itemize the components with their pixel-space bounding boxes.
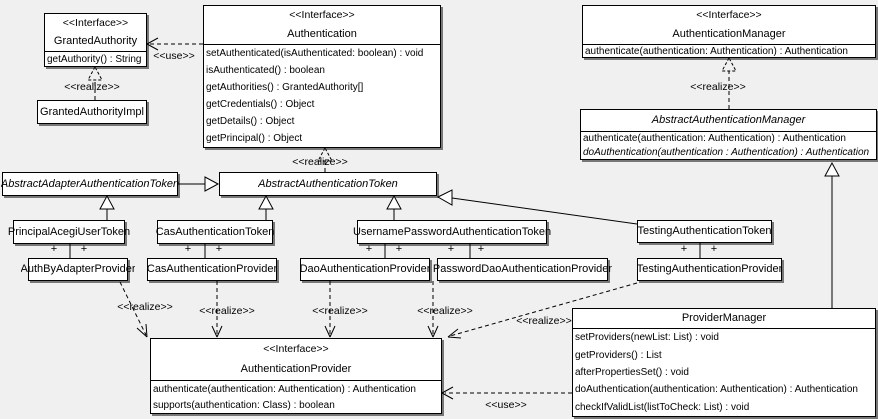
class-name: AbstractAdapterAuthenticationToken [0,177,180,190]
realize-label: <<realize>> [516,315,572,327]
realize-label: <<realize>> [312,305,368,317]
class-name: GrantedAuthority [53,35,138,47]
generalization-edge-castoken-abstracttoken [258,194,274,220]
method-label: authenticate(authentication: Authenticat… [585,45,848,57]
generalization-edge-testingtoken-abstracttoken [436,189,638,225]
method-label: setProviders(newList: List) : void [575,332,719,344]
class-box-username-password-authentication-token[interactable]: UsernamePasswordAuthenticationToken [353,220,551,244]
class-box-authentication-manager[interactable]: <<Interface>> AuthenticationManager auth… [582,5,876,58]
realize-label: <<realize>> [64,81,120,93]
class-box-testing-authentication-provider[interactable]: TestingAuthenticationProvider [637,258,782,281]
realize-label: <<realize>> [199,305,255,317]
realize-label: <<realize>> [117,301,173,313]
method-label: afterPropertiesSet() : void [575,366,689,378]
class-box-cas-authentication-provider[interactable]: CasAuthenticationProvider [147,258,277,281]
multiplicity-label: + [215,243,223,255]
multiplicity-label: + [680,243,688,255]
method-label: isAuthenticated() : boolean [206,65,325,76]
generalization-edge-usernametoken-abstracttoken [386,194,402,220]
class-box-testing-authentication-token[interactable]: TestingAuthenticationToken [637,220,772,243]
use-edge-providermanager-authenticationprovider [441,386,572,400]
class-box-authentication-provider[interactable]: <<Interface>> AuthenticationProvider aut… [150,338,442,414]
method-label: doAuthentication(authentication: Authent… [575,384,858,396]
method-label: getDetails() : Object [206,116,295,127]
class-box-abstract-authentication-token[interactable]: AbstractAuthenticationToken [219,172,437,196]
multiplicity-label: + [80,243,88,255]
stereotype-label: <<Interface>> [263,343,329,355]
method-label: getCredentials() : Object [206,99,315,110]
use-label: <<use>> [153,50,195,62]
class-box-password-dao-authentication-provider[interactable]: PasswordDaoAuthenticationProvider [433,258,612,281]
class-name: PasswordDaoAuthenticationProvider [432,263,613,275]
use-label: <<use>> [485,399,527,411]
class-box-authentication[interactable]: <<Interface>> Authentication setAuthenti… [203,5,441,148]
multiplicity-label: + [447,243,455,255]
class-name: GrantedAuthorityImpl [40,105,144,118]
method-label: getPrincipal() : Object [206,133,303,144]
class-box-principal-acegi-user-token[interactable]: PrincipalAcegiUserToken [8,220,130,244]
method-label: checkIfValidList(listToCheck: List) : vo… [575,401,750,413]
generalization-edge-abstractadapter-abstracttoken [178,176,220,192]
class-name: PrincipalAcegiUserToken [7,225,131,238]
stereotype-label: <<Interface>> [289,9,355,22]
class-name: ProviderManager [681,312,767,324]
method-label: supports(authentication: Class) : boolea… [153,399,335,411]
class-name: DaoAuthenticationProvider [299,263,431,275]
realize-label: <<realize>> [417,305,473,317]
class-name: TestingAuthenticationProvider [636,263,783,275]
generalization-edge-principaltoken-abstractadapter [99,194,115,220]
class-box-auth-by-adapter-provider[interactable]: AuthByAdapterProvider [21,258,135,281]
class-name: Authentication [287,27,357,40]
class-name: CasAuthenticationToken [155,225,275,238]
class-name: AuthenticationManager [672,27,786,40]
method-label: authenticate(authentication: Authenticat… [583,133,846,145]
class-name: UsernamePasswordAuthenticationToken [352,225,552,238]
multiplicity-label: + [395,243,403,255]
method-label: setAuthenticated(isAuthenticated: boolea… [206,48,424,59]
multiplicity-label: + [184,243,192,255]
realize-label: <<realize>> [690,81,746,93]
multiplicity-label: + [365,243,373,255]
method-label: getAuthorities() : GrantedAuthority[] [206,82,364,93]
class-name: TestingAuthenticationToken [637,225,772,237]
method-label: getProviders() : List [575,349,662,361]
class-name: AbstractAuthenticationManager [651,114,806,126]
multiplicity-label: + [477,243,485,255]
method-label: doAuthentication(authentication : Authen… [583,146,870,158]
multiplicity-label: + [710,243,718,255]
class-box-abstract-adapter-authentication-token[interactable]: AbstractAdapterAuthenticationToken [0,172,180,196]
realize-label: <<realize>> [292,156,348,168]
class-name: AuthByAdapterProvider [20,263,136,275]
class-name: AuthenticationProvider [240,363,352,375]
stereotype-label: <<Interface>> [62,17,129,29]
use-edge-authentication-grantedauthority [146,37,203,51]
class-box-cas-authentication-token[interactable]: CasAuthenticationToken [155,220,275,244]
method-label: getAuthority() : String [47,53,142,65]
class-box-granted-authority-impl[interactable]: GrantedAuthorityImpl [37,100,147,124]
method-label: authenticate(authentication: Authenticat… [153,383,416,395]
class-box-dao-authentication-provider[interactable]: DaoAuthenticationProvider [300,258,430,281]
stereotype-label: <<Interface>> [696,9,762,22]
class-name: AbstractAuthenticationToken [258,177,398,190]
class-box-provider-manager[interactable]: ProviderManager setProviders(newList: Li… [572,308,876,417]
class-box-abstract-authentication-manager[interactable]: AbstractAuthenticationManager authentica… [580,109,877,160]
multiplicity-label: + [50,243,58,255]
generalization-edge-providermanager-abstractmanager [824,161,840,308]
class-name: CasAuthenticationProvider [146,263,278,275]
class-box-granted-authority[interactable]: <<Interface>> GrantedAuthority getAuthor… [44,13,147,67]
